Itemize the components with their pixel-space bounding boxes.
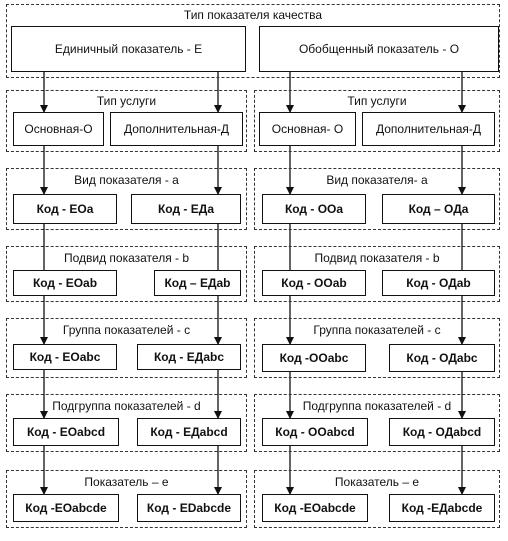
subgroup-code-3-label: Код - ООаbcd	[275, 425, 355, 439]
subkind-title-left: Подвид показателя - b	[63, 251, 190, 265]
group-code-3: Код -ООаbс	[262, 344, 366, 372]
subgroup-title-left: Подгруппа показателей - d	[52, 399, 201, 413]
quality-type-group	[6, 4, 500, 78]
subkind-code-1-label: Код - ЕОаb	[32, 276, 98, 290]
subgroup-title-right: Подгруппа показателей - d	[302, 399, 452, 413]
subgroup-code-3: Код - ООаbcd	[262, 418, 368, 446]
subkind-title-right: Подвид показателя - b	[314, 251, 440, 265]
indicator-code-4: Код -ЕДаbcde	[389, 494, 495, 522]
subgroup-group-right	[254, 394, 500, 452]
subgroup-group-left	[6, 394, 247, 452]
group-code-4: Код - ОДаbс	[389, 344, 495, 372]
subkind-group-right	[254, 246, 500, 302]
subkind-code-2-label: Код – ЕДаb	[164, 276, 231, 290]
subgroup-code-4-label: Код - ОДаbcd	[402, 425, 482, 439]
group-code-2-label: Код - ЕДаbс	[153, 350, 224, 364]
group-code-1: Код - ЕОаbс	[13, 344, 117, 370]
indicator-code-1: Код -ЕОаbcde	[13, 494, 119, 522]
service-main-left-label: Основная-О	[24, 122, 93, 136]
group-code-3-label: Код -ООаbс	[279, 351, 349, 365]
service-main-right-label: Основная- О	[271, 122, 344, 136]
group-group-right	[254, 318, 500, 378]
service-main-right: Основная- О	[259, 112, 356, 146]
general-indicator-box: Обобщенный показатель - О	[259, 26, 499, 72]
service-title-right: Тип услуги	[347, 94, 407, 108]
subkind-code-3-label: Код - ООаb	[281, 276, 347, 290]
group-code-4-label: Код - ОДаbс	[406, 351, 478, 365]
subgroup-code-1-label: Код - ЕОаbcd	[26, 425, 106, 439]
kind-code-3-label: Код - ООа	[284, 202, 344, 216]
subgroup-code-4: Код - ОДаbcd	[389, 418, 495, 446]
indicator-code-4-label: Код -ЕДаbcde	[401, 501, 483, 515]
service-group-right	[254, 90, 500, 152]
general-indicator-label: Обобщенный показатель - О	[298, 42, 460, 56]
kind-code-4: Код – ОДа	[382, 194, 495, 224]
kind-title-right: Вид показателя- а	[326, 173, 428, 187]
service-main-left: Основная-О	[13, 112, 104, 146]
quality-type-title: Тип показателя качества	[183, 8, 323, 22]
subgroup-code-2-label: Код - ЕДаbcd	[150, 425, 228, 439]
group-group-left	[6, 318, 247, 378]
kind-title-left: Вид показателя - а	[74, 173, 179, 187]
indicator-group-left	[6, 470, 247, 528]
kind-code-2-label: Код - ЕДа	[157, 202, 214, 216]
indicator-title-left: Показатель – е	[84, 475, 169, 489]
subkind-group-left	[6, 246, 247, 302]
service-extra-left-label: Дополнительная-Д	[124, 122, 229, 136]
indicator-code-1-label: Код -ЕОаbcde	[25, 501, 107, 515]
kind-group-right	[254, 168, 500, 230]
group-title-left: Группа показателей - с	[62, 323, 191, 337]
group-code-2: Код - ЕДаbс	[137, 344, 241, 370]
indicator-code-3: Код -ЕОаbcde	[262, 494, 368, 522]
group-code-1-label: Код - ЕОаbс	[29, 350, 101, 364]
kind-code-3: Код - ООа	[262, 194, 366, 224]
service-title-left: Тип услуги	[96, 94, 157, 108]
subkind-code-2: Код – ЕДаb	[154, 270, 241, 296]
indicator-code-2-label: Код - ЕDаbcde	[146, 501, 232, 515]
subkind-code-4: Код - ОДаb	[382, 270, 495, 296]
subgroup-code-2: Код - ЕДаbcd	[137, 418, 241, 446]
single-indicator-label: Единичный показатель - Е	[54, 42, 203, 56]
kind-group-left	[6, 168, 247, 230]
service-group-left	[6, 90, 247, 152]
subkind-code-3: Код - ООаb	[262, 270, 366, 296]
kind-code-4-label: Код – ОДа	[408, 202, 469, 216]
kind-code-1: Код - ЕОа	[13, 194, 117, 224]
single-indicator-box: Единичный показатель - Е	[11, 26, 246, 72]
kind-code-2: Код - ЕДа	[131, 194, 241, 224]
service-extra-left: Дополнительная-Д	[110, 112, 243, 146]
indicator-code-2: Код - ЕDаbcde	[137, 494, 241, 522]
subkind-code-4-label: Код - ОДаb	[406, 276, 471, 290]
indicator-title-right: Показатель – е	[334, 475, 420, 489]
kind-code-1-label: Код - ЕОа	[36, 202, 94, 216]
service-extra-right-label: Дополнительная-Д	[376, 122, 481, 136]
indicator-group-right	[254, 470, 500, 528]
subkind-code-1: Код - ЕОаb	[13, 270, 117, 296]
indicator-code-3-label: Код -ЕОаbcde	[274, 501, 356, 515]
service-extra-right: Дополнительная-Д	[362, 112, 495, 146]
group-title-right: Группа показателей - с	[313, 323, 441, 337]
subgroup-code-1: Код - ЕОаbcd	[13, 418, 119, 446]
